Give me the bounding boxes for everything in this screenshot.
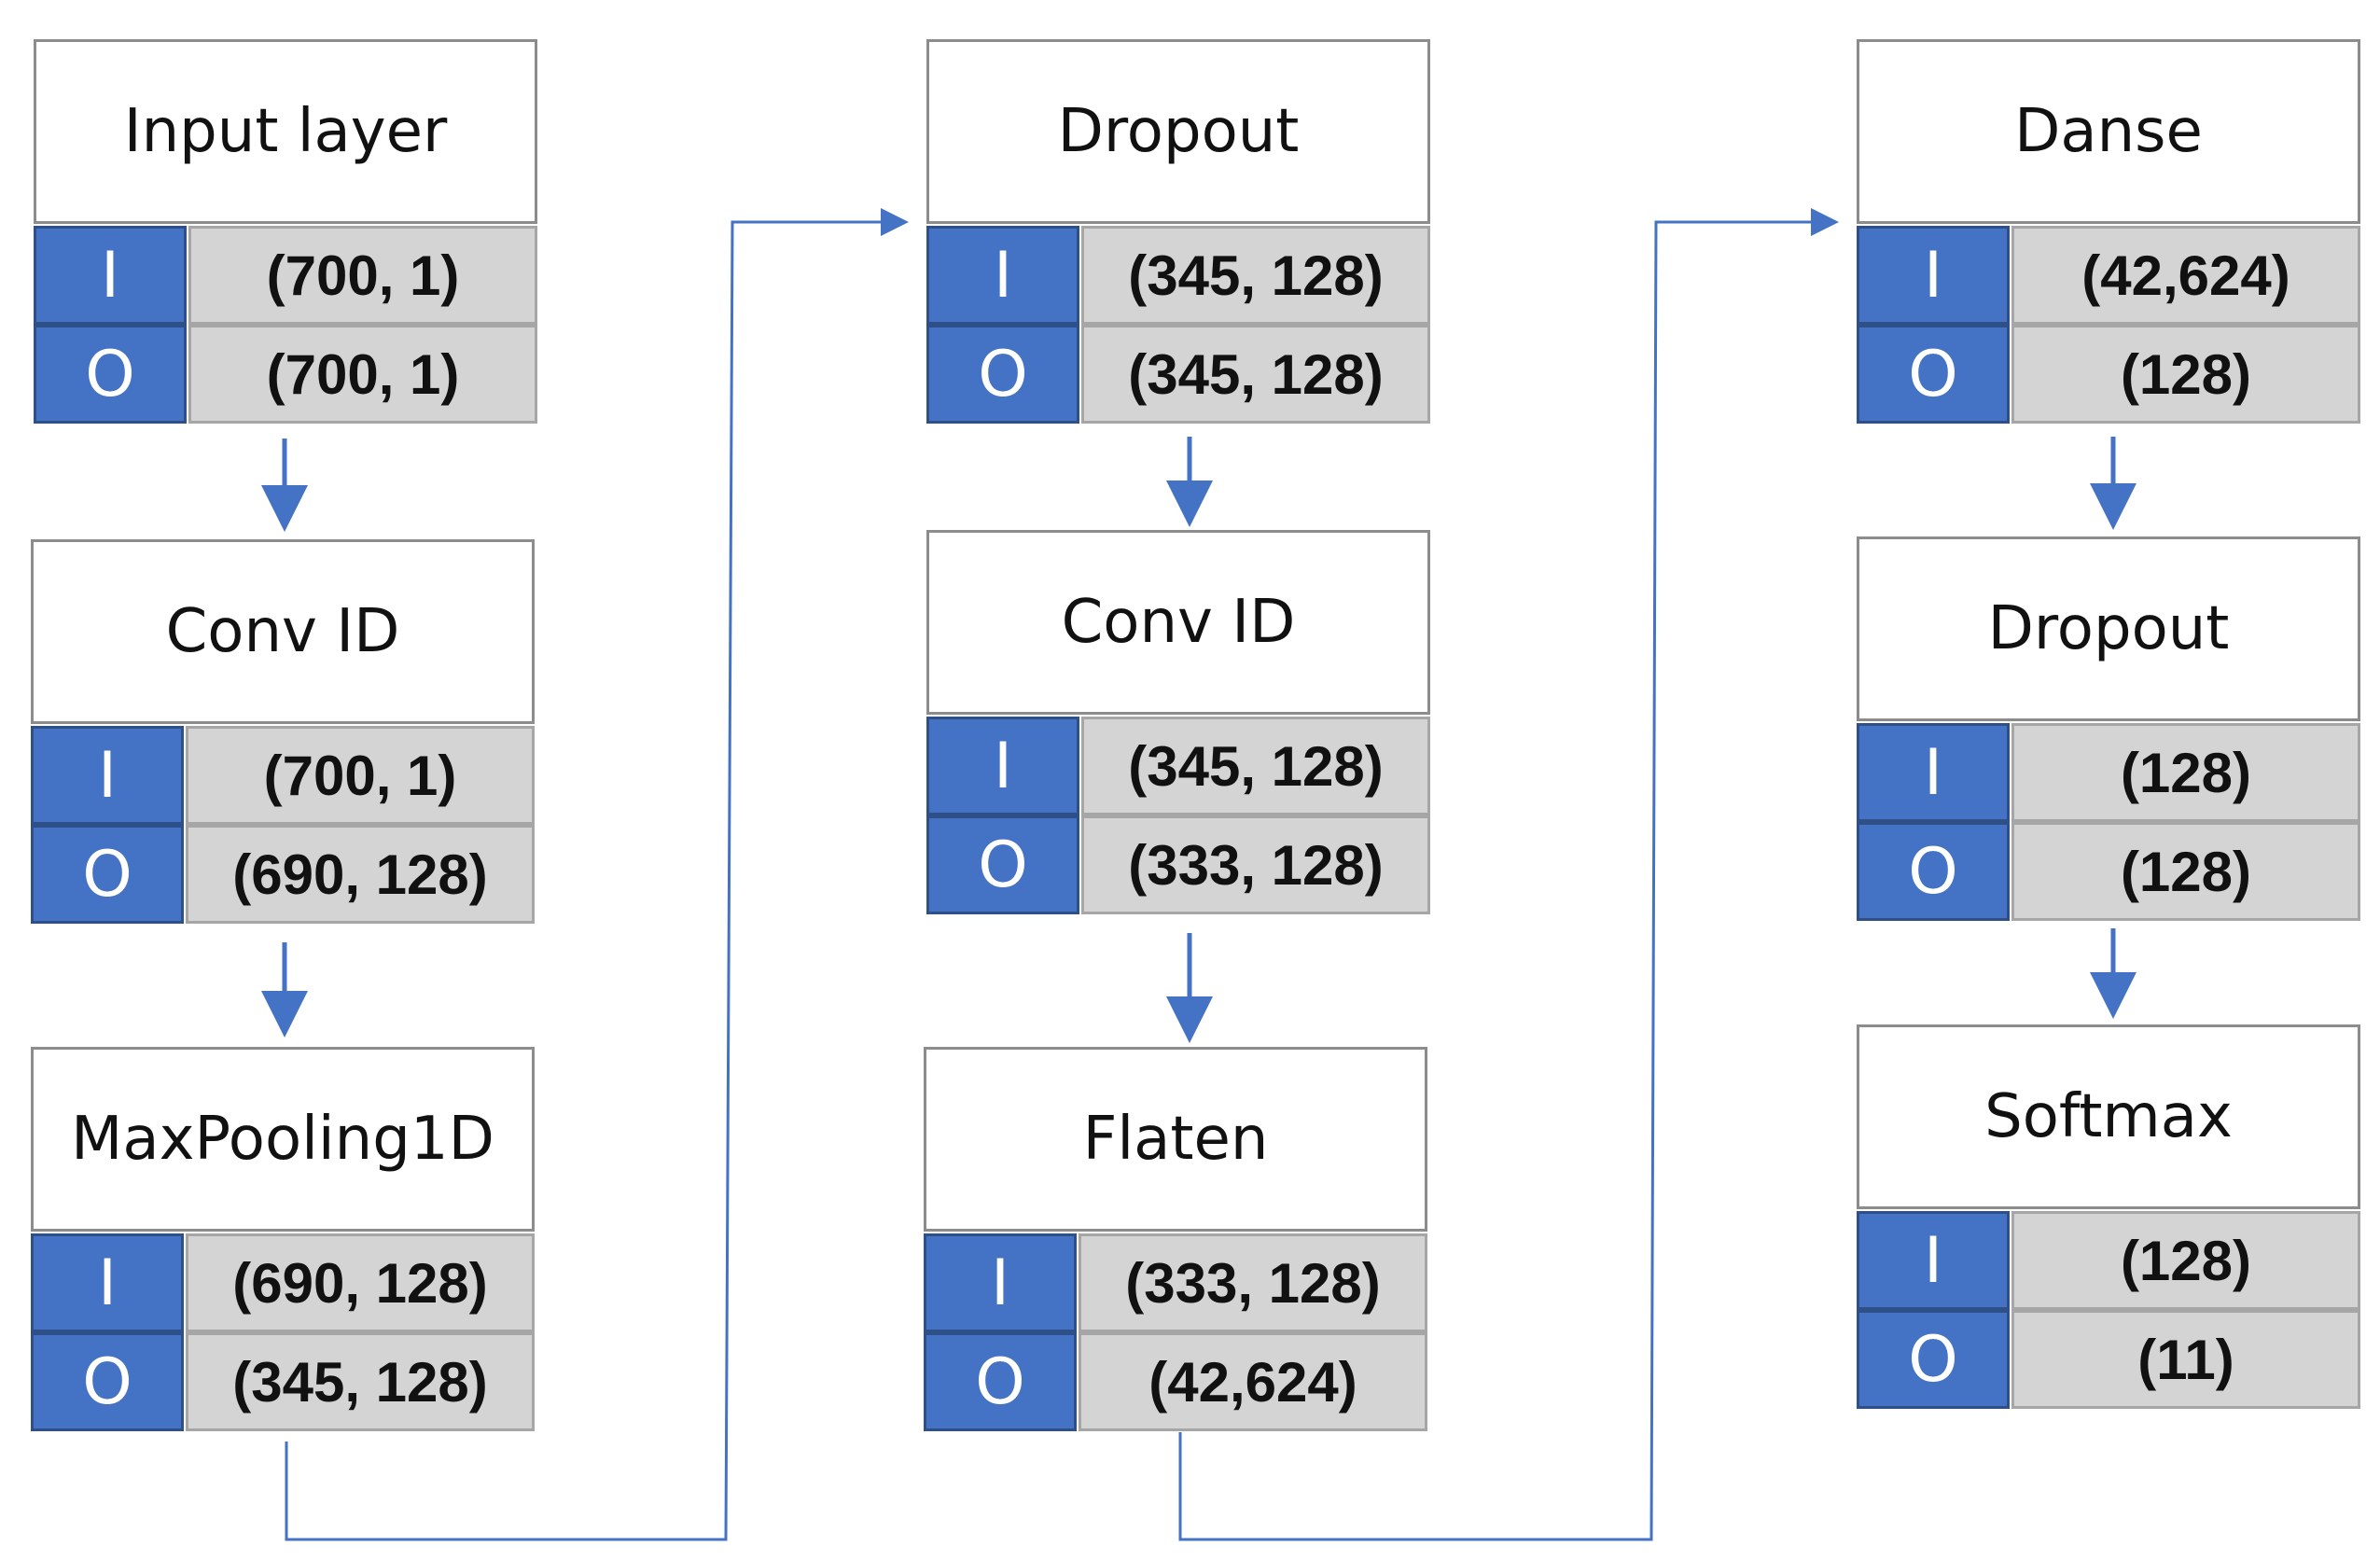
input-shape-row: I (128) [1857, 723, 2360, 822]
output-shape: (345, 128) [186, 1332, 535, 1431]
layer-title: Danse [1857, 39, 2360, 224]
layer-title: Input layer [34, 39, 537, 224]
connector-maxpool-to-dropout1 [285, 208, 909, 1541]
layer-title: MaxPooling1D [31, 1047, 535, 1232]
input-shape-row: I (700, 1) [34, 226, 537, 325]
layer-title: Conv ID [926, 530, 1430, 715]
layer-title: Softmax [1857, 1024, 2360, 1209]
output-shape: (128) [2011, 325, 2360, 424]
input-shape: (345, 128) [1081, 717, 1430, 815]
input-shape-row: I (42,624) [1857, 226, 2360, 325]
output-label: O [924, 1332, 1077, 1431]
output-shape-row: O (345, 128) [926, 325, 1430, 424]
output-shape: (345, 128) [1081, 325, 1430, 424]
input-shape-row: I (700, 1) [31, 726, 535, 825]
output-shape-row: O (128) [1857, 822, 2360, 921]
input-shape: (690, 128) [186, 1233, 535, 1332]
input-shape: (345, 128) [1081, 226, 1430, 325]
layer-title: Dropout [926, 39, 1430, 224]
layer-block-input: Input layer I (700, 1) O (700, 1) [34, 39, 537, 424]
output-label: O [34, 325, 187, 424]
input-label: I [31, 1233, 184, 1332]
output-shape-row: O (128) [1857, 325, 2360, 424]
input-label: I [924, 1233, 1077, 1332]
output-shape: (700, 1) [188, 325, 537, 424]
input-shape-row: I (128) [1857, 1211, 2360, 1310]
output-shape: (42,624) [1079, 1332, 1427, 1431]
connector-flatten-to-dense [1178, 208, 1839, 1541]
output-shape-row: O (333, 128) [926, 815, 1430, 914]
input-label: I [1857, 723, 2010, 822]
output-label: O [1857, 822, 2010, 921]
input-shape-row: I (345, 128) [926, 226, 1430, 325]
input-shape: (42,624) [2011, 226, 2360, 325]
input-label: I [926, 717, 1079, 815]
output-label: O [926, 325, 1079, 424]
output-shape: (128) [2011, 822, 2360, 921]
output-shape-row: O (11) [1857, 1310, 2360, 1409]
output-label: O [1857, 325, 2010, 424]
layer-block-conv1d-1: Conv ID I (700, 1) O (690, 128) [31, 539, 535, 924]
layer-block-dropout-2: Dropout I (128) O (128) [1857, 536, 2360, 921]
layer-block-maxpooling1d: MaxPooling1D I (690, 128) O (345, 128) [31, 1047, 535, 1431]
input-shape: (333, 128) [1079, 1233, 1427, 1332]
input-shape-row: I (333, 128) [924, 1233, 1427, 1332]
layer-title: Flaten [924, 1047, 1427, 1232]
output-shape: (690, 128) [186, 825, 535, 924]
layer-block-conv1d-2: Conv ID I (345, 128) O (333, 128) [926, 530, 1430, 914]
input-shape: (700, 1) [186, 726, 535, 825]
input-label: I [31, 726, 184, 825]
input-label: I [1857, 226, 2010, 325]
output-shape-row: O (42,624) [924, 1332, 1427, 1431]
input-shape-row: I (690, 128) [31, 1233, 535, 1332]
layer-title: Conv ID [31, 539, 535, 724]
output-shape-row: O (700, 1) [34, 325, 537, 424]
layer-block-flatten: Flaten I (333, 128) O (42,624) [924, 1047, 1427, 1431]
input-shape: (128) [2011, 1211, 2360, 1310]
input-shape-row: I (345, 128) [926, 717, 1430, 815]
output-shape-row: O (690, 128) [31, 825, 535, 924]
layer-title: Dropout [1857, 536, 2360, 721]
input-shape: (128) [2011, 723, 2360, 822]
layer-block-dense: Danse I (42,624) O (128) [1857, 39, 2360, 424]
input-label: I [34, 226, 187, 325]
output-label: O [1857, 1310, 2010, 1409]
output-shape: (333, 128) [1081, 815, 1430, 914]
layer-block-dropout-1: Dropout I (345, 128) O (345, 128) [926, 39, 1430, 424]
input-label: I [1857, 1211, 2010, 1310]
output-label: O [926, 815, 1079, 914]
output-label: O [31, 1332, 184, 1431]
input-label: I [926, 226, 1079, 325]
output-shape: (11) [2011, 1310, 2360, 1409]
input-shape: (700, 1) [188, 226, 537, 325]
output-label: O [31, 825, 184, 924]
output-shape-row: O (345, 128) [31, 1332, 535, 1431]
layer-block-softmax: Softmax I (128) O (11) [1857, 1024, 2360, 1409]
